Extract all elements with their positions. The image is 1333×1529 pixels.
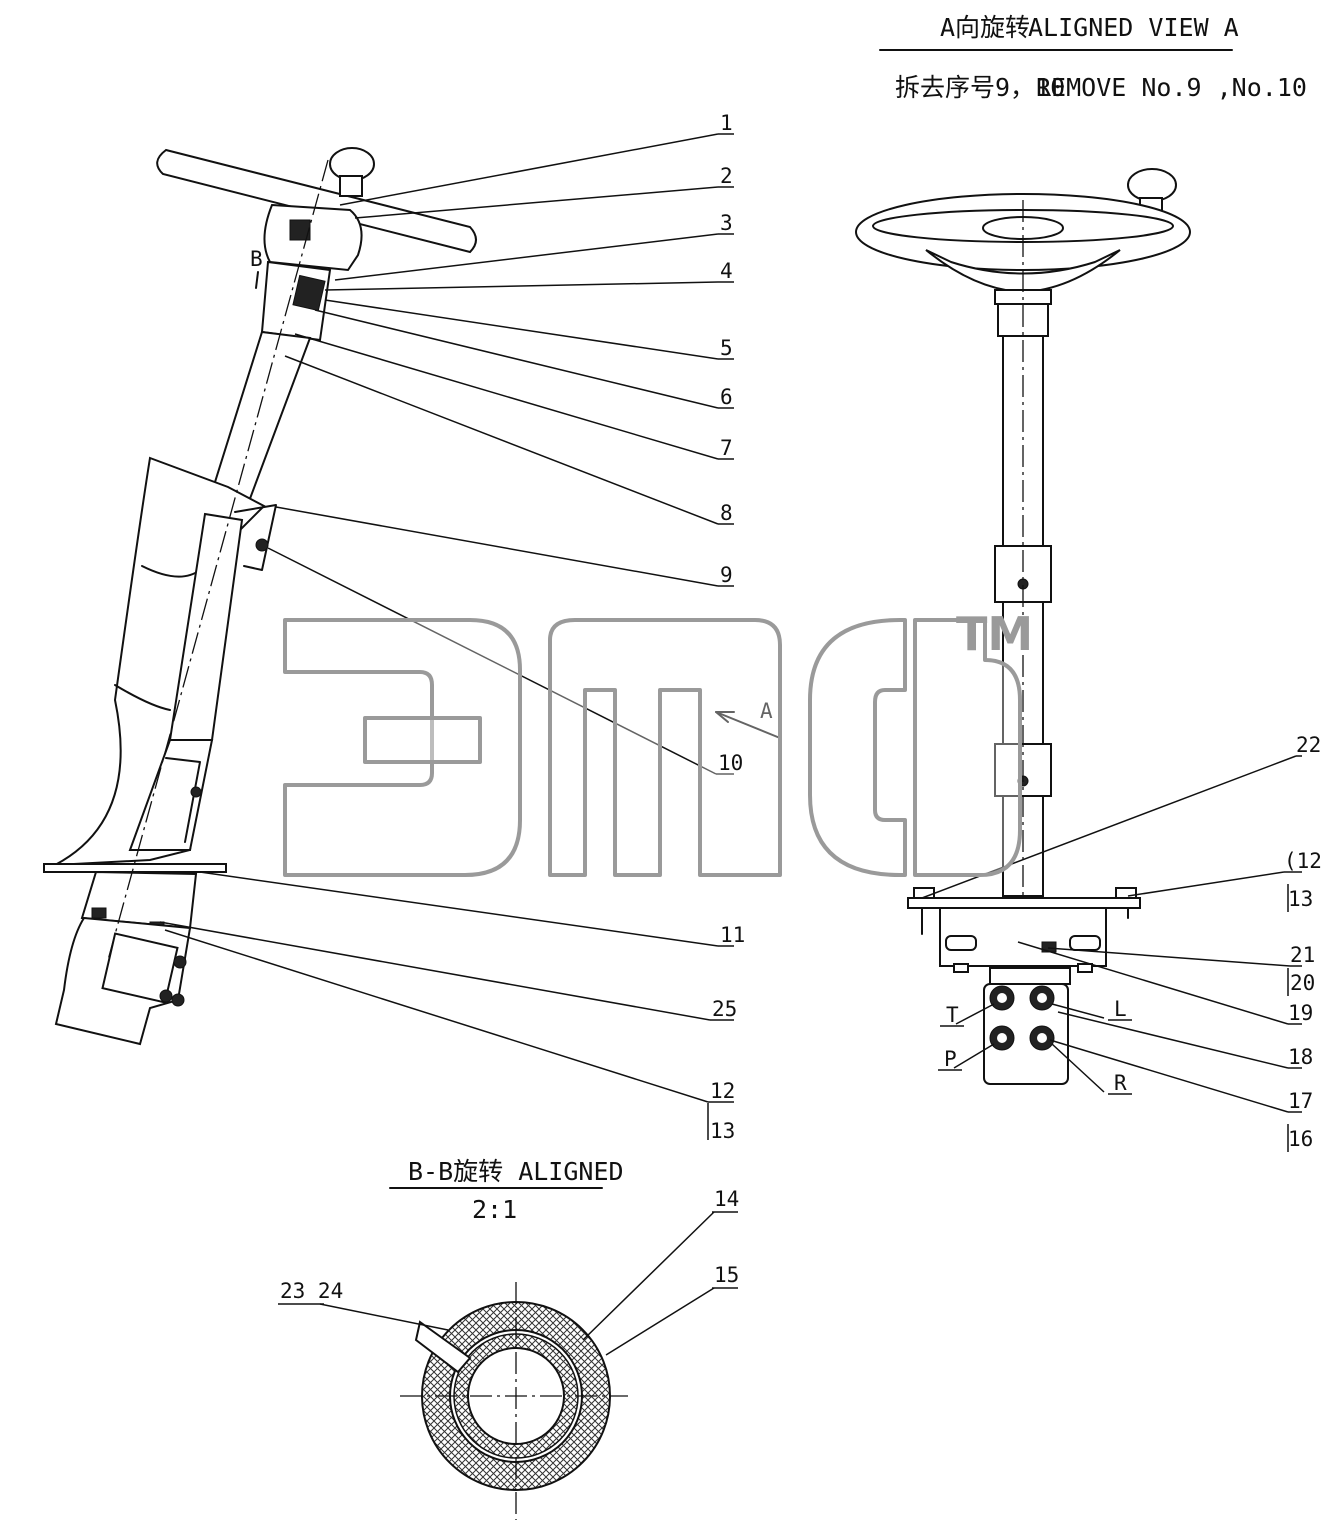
section-key [414,1320,472,1374]
callout-va-16: 16 [1288,1127,1313,1151]
view-a-mount-plate [907,897,1141,909]
section-bb: B-B旋转 ALIGNED 2:1 [389,1157,628,1520]
callout-section-15: 15 [714,1263,739,1287]
callout-9: 9 [720,563,733,587]
view-a-marker: A [760,699,773,723]
view-a-steering-column [855,168,1191,1085]
callout-va-13: 13 [1288,887,1313,911]
callout-10: 10 [718,751,743,775]
view-a-knob [1127,168,1177,202]
callout-25: 25 [712,997,737,1021]
port-label-l: L [1114,997,1127,1021]
callout-6: 6 [720,385,733,409]
port-label-t: T [946,1003,959,1027]
callout-va-19: 19 [1288,1001,1313,1025]
callout-section-14: 14 [714,1187,739,1211]
callout-13: 13 [710,1119,735,1143]
view-a-arrow: A [715,699,781,739]
view-a-title-block: A向旋转 ALIGNED VIEW A 拆去序号9，10 REMOVE No.9… [879,13,1307,102]
callout-11: 11 [720,923,745,947]
callout-5: 5 [720,336,733,360]
port-label-p: P [944,1047,957,1071]
callout-8: 8 [720,501,733,525]
section-bb-title: B-B旋转 ALIGNED [408,1157,624,1186]
callout-1: 1 [720,111,733,135]
section-b-marker: B [250,247,263,271]
callout-va-17: 17 [1288,1089,1313,1113]
watermark-logo: TM [283,607,1033,877]
callout-va-12: (12 [1284,849,1322,873]
leader-lines [159,133,1302,1356]
callout-12: 12 [710,1079,735,1103]
callout-2: 2 [720,164,733,188]
callout-va-21: 21 [1290,943,1315,967]
view-a-note-cn: 拆去序号9，10 [895,73,1065,102]
callout-7: 7 [720,436,733,460]
callout-section-23-24: 23 24 [280,1279,343,1303]
callout-va-18: 18 [1288,1045,1313,1069]
callout-va-22: 22 [1296,733,1321,757]
callout-4: 4 [720,259,733,283]
view-a-note-en: REMOVE No.9 ,No.10 [1036,73,1307,102]
view-a-title-en: ALIGNED VIEW A [1028,13,1239,42]
view-a-title-cn: A向旋转 [940,13,1030,42]
callout-va-20: 20 [1290,971,1315,995]
main-floor-plate [43,863,227,873]
callout-3: 3 [720,211,733,235]
main-view-assembly [43,147,477,1046]
watermark-trademark: TM [956,607,1033,661]
port-label-r: R [1114,1071,1127,1095]
section-b-marker-group: B [250,247,263,289]
section-bb-scale: 2:1 [472,1195,517,1224]
